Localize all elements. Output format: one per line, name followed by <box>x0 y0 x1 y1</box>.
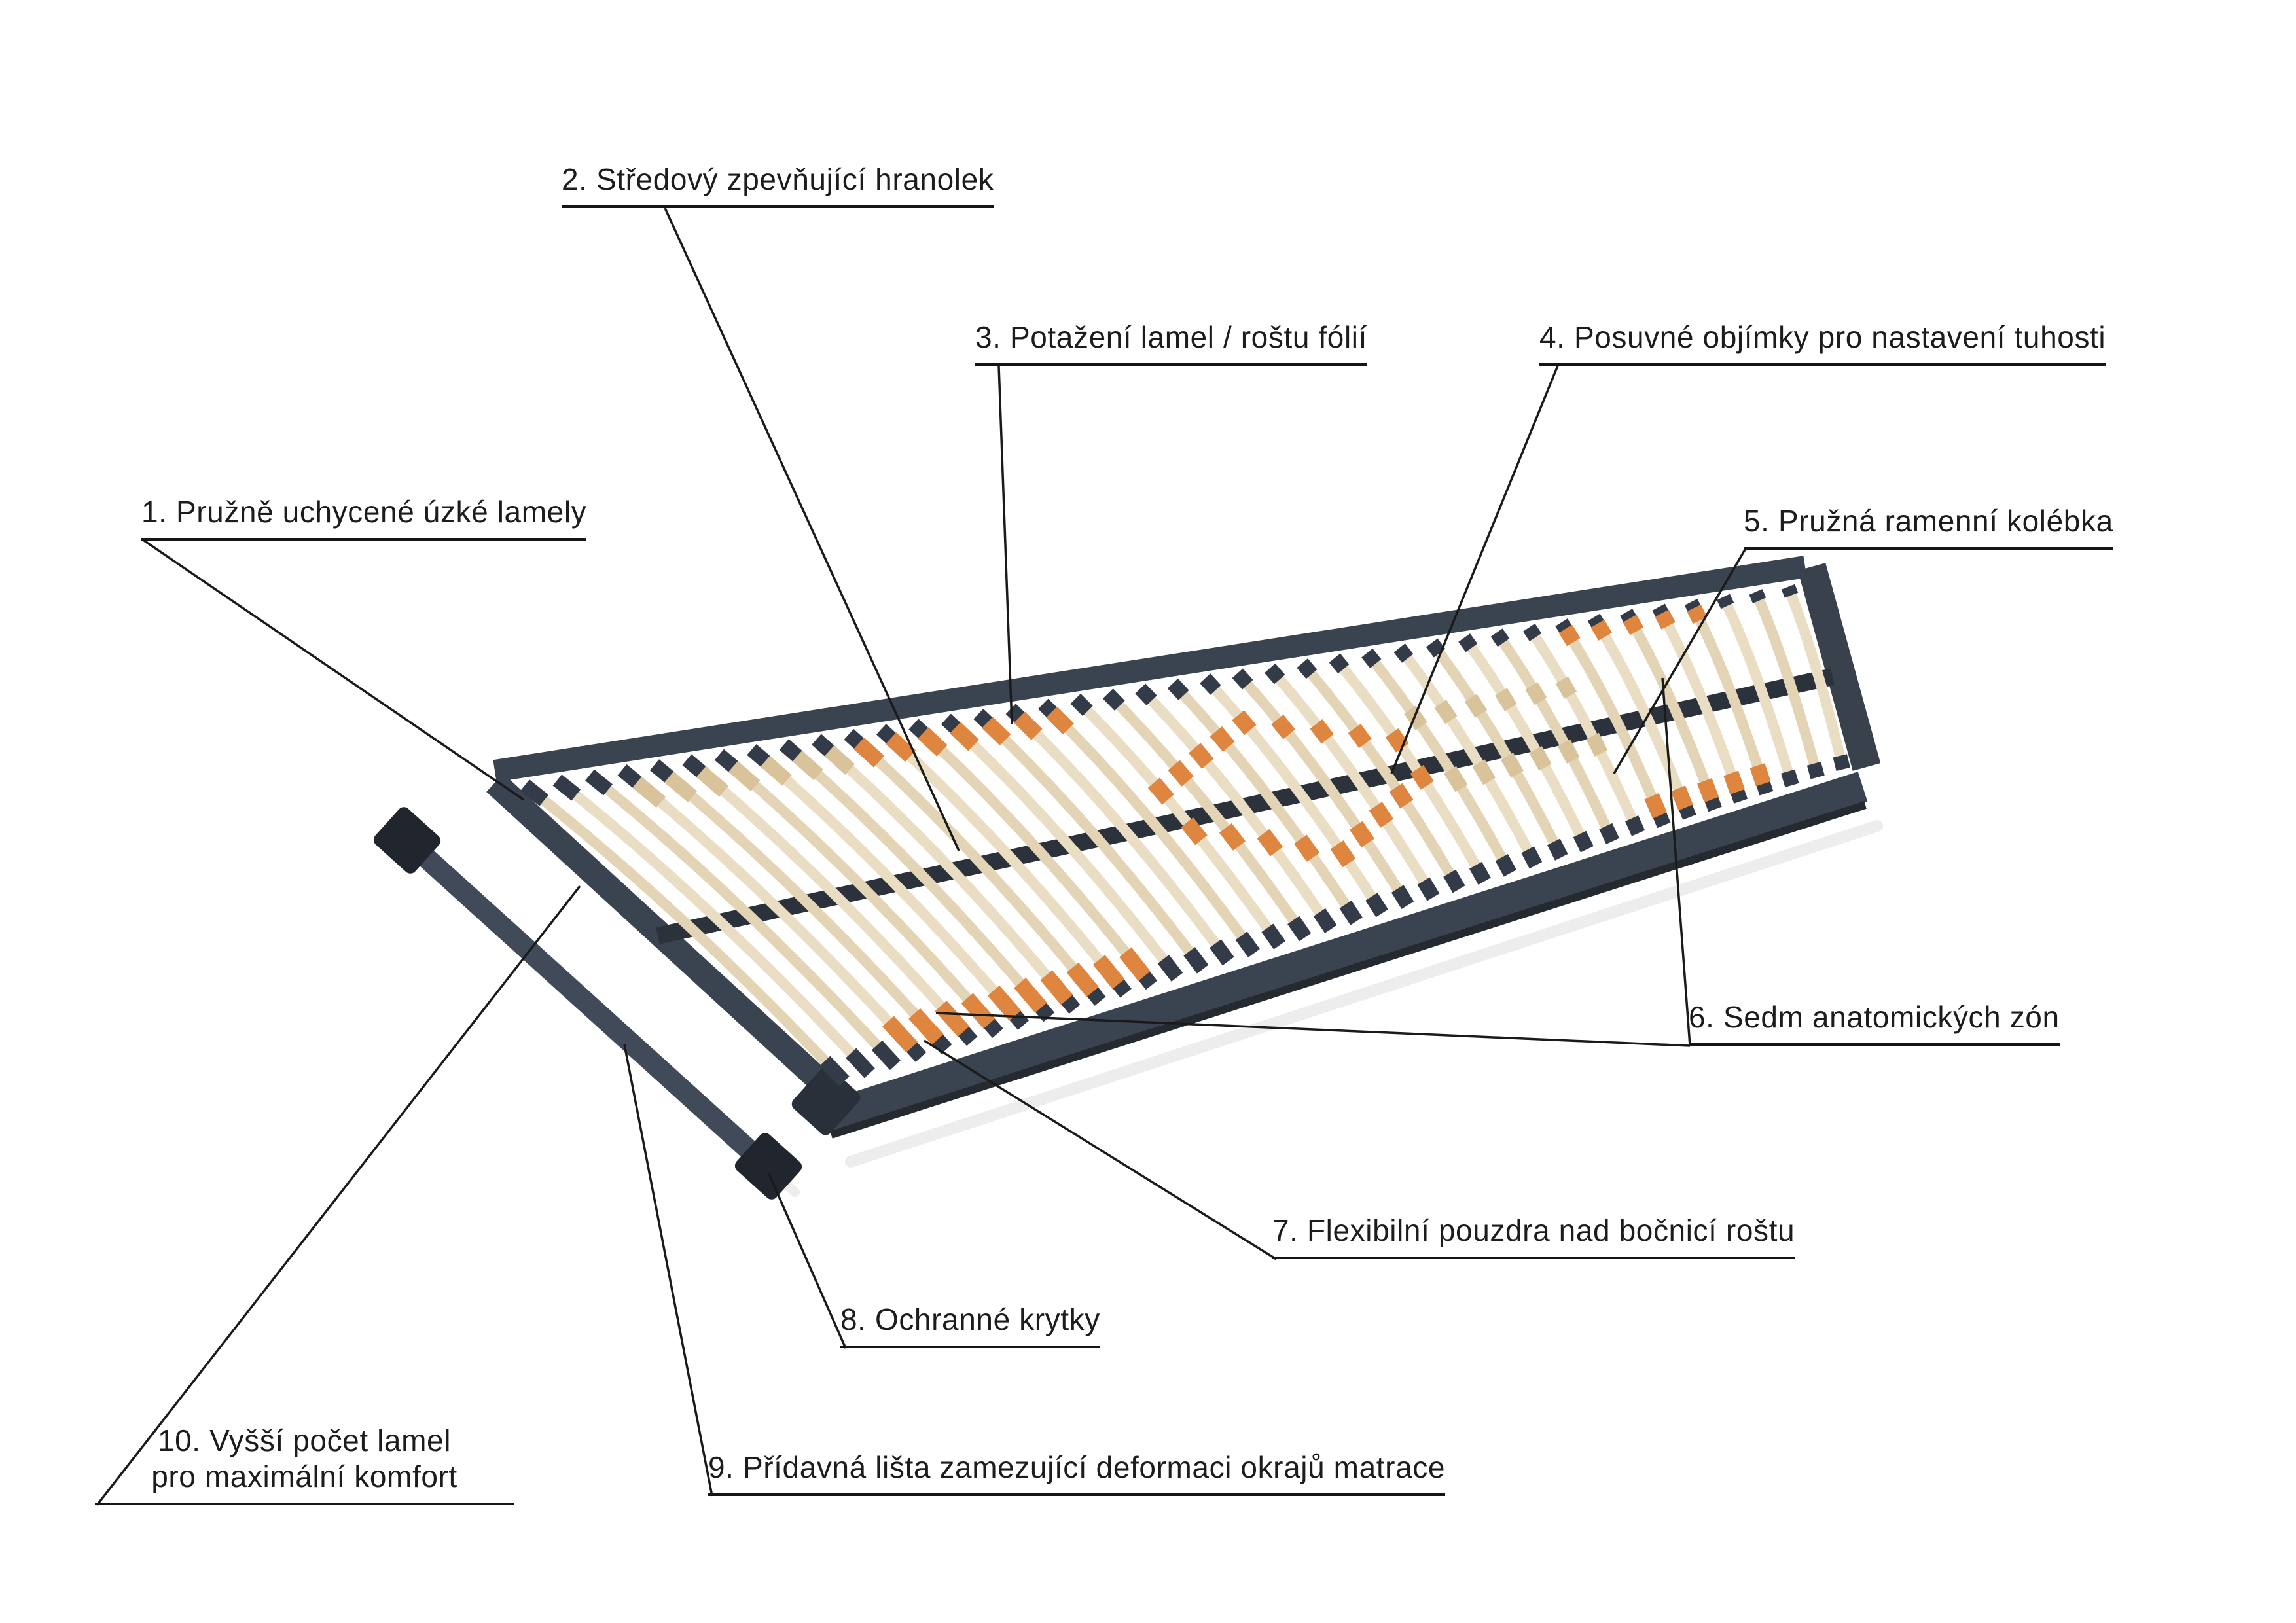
callout-label-6: 6. Sedm anatomických zón <box>1689 999 2060 1046</box>
callout-label-10: 10. Vyšší počet lamel pro maximální komf… <box>95 1423 514 1505</box>
callout-label-4: 4. Posuvné objímky pro nastavení tuhosti <box>1539 319 2106 366</box>
protective-cap-bottom <box>734 1133 802 1200</box>
callout-label-2: 2. Středový zpevňující hranolek <box>562 162 994 208</box>
center-reinforcing-bar <box>656 668 1835 944</box>
protective-cap-top <box>373 807 441 874</box>
callout-label-5: 5. Pružná ramenní kolébka <box>1744 503 2113 550</box>
callout-label-10-line2: pro maximální komfort <box>151 1459 457 1493</box>
callout-label-7: 7. Flexibilní pouzdra nad bočnicí roštu <box>1272 1213 1795 1259</box>
additional-rail <box>373 807 802 1200</box>
callout-label-9: 9. Přídavná lišta zamezující deformaci o… <box>708 1450 1446 1496</box>
callout-label-10-line1: 10. Vyšší počet lamel <box>157 1423 452 1457</box>
callout-label-1: 1. Pružně uchycené úzké lamely <box>141 494 587 541</box>
slats <box>520 584 1850 1086</box>
floor-shadow <box>454 820 1883 1197</box>
callout-label-3: 3. Potažení lamel / roštu fólií <box>975 319 1367 366</box>
callout-label-8: 8. Ochranné krytky <box>840 1302 1100 1348</box>
bed-frame <box>486 556 1881 1139</box>
